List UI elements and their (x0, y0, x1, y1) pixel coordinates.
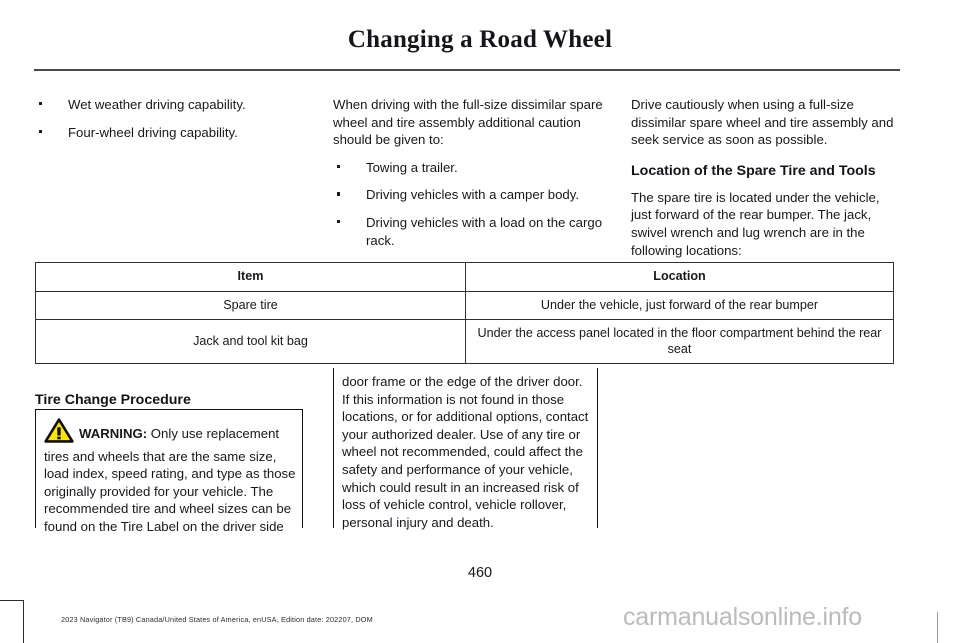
document-imprint: 2023 Navigator (TB9) Canada/United State… (61, 615, 373, 624)
table-row: Spare tire Under the vehicle, just forwa… (35, 290, 894, 320)
list-item: Wet weather driving capability. (35, 96, 313, 114)
left-bullet-list: Wet weather driving capability. Four-whe… (35, 96, 313, 141)
table-cell-location: Under the vehicle, just forward of the r… (465, 290, 894, 320)
table-header-row: Item Location (35, 262, 894, 292)
table-cell-item: Spare tire (35, 290, 466, 320)
warning-box-part-2: door frame or the edge of the driver doo… (333, 368, 598, 530)
page-number: 460 (467, 565, 493, 581)
title-divider (34, 69, 900, 71)
list-item-text: Towing a trailer. (366, 159, 458, 175)
list-item-text: Driving vehicles with a load on the carg… (366, 214, 603, 248)
bullet-dot-icon (337, 192, 341, 196)
table-header-item: Item (35, 262, 466, 292)
list-item-text: Wet weather driving capability. (68, 97, 246, 112)
section-heading-tire-change-procedure: Tire Change Procedure (35, 391, 191, 408)
warning-paragraph: WARNING: Only use replacement tires and … (44, 418, 296, 536)
middle-intro-paragraph: When driving with the full-size dissimil… (333, 97, 603, 148)
text-column-left: Wet weather driving capability. Four-whe… (35, 96, 313, 141)
list-item: Driving vehicles with a camper body. (333, 186, 611, 204)
crop-mark-bottom-right (937, 612, 960, 643)
list-item: Towing a trailer. (333, 159, 611, 177)
right-paragraph-1: Drive cautiously when using a full-size … (631, 97, 894, 148)
warning-label: WARNING: (79, 426, 148, 441)
bullet-dot-icon (337, 219, 341, 224)
list-item-text: Driving vehicles with a camper body. (366, 187, 580, 203)
warning-text-part-2: door frame or the edge of the driver doo… (342, 374, 589, 530)
warning-triangle-icon (44, 418, 74, 448)
bullet-dot-icon (39, 102, 43, 106)
text-column-right: Drive cautiously when using a full-size … (631, 96, 899, 259)
section-heading-spare-tire-location: Location of the Spare Tire and Tools (631, 162, 876, 179)
warning-box-part-1: WARNING: Only use replacement tires and … (35, 409, 303, 534)
table-header-location: Location (465, 262, 894, 292)
list-item: Driving vehicles with a load on the carg… (333, 214, 611, 249)
list-item: Four-wheel driving capability. (35, 124, 313, 142)
middle-bullet-list: Towing a trailer. Driving vehicles with … (333, 159, 611, 249)
crop-mark-bottom-left (0, 600, 24, 643)
text-column-middle: When driving with the full-size dissimil… (333, 96, 611, 249)
warning-text-part-1: Only use replacement tires and wheels th… (44, 426, 296, 534)
table-row: Jack and tool kit bag Under the access p… (35, 319, 894, 364)
right-paragraph-2: The spare tire is located under the vehi… (631, 189, 880, 258)
list-item-text: Four-wheel driving capability. (68, 124, 238, 140)
site-watermark: carmanualsonline.info (623, 603, 863, 631)
bullet-dot-icon (337, 164, 341, 168)
spare-tire-location-table: Item Location Spare tire Under the vehic… (35, 262, 894, 364)
table-cell-item: Jack and tool kit bag (35, 319, 466, 364)
bullet-dot-icon (39, 129, 43, 133)
page-title: Changing a Road Wheel (347, 26, 613, 53)
table-cell-location: Under the access panel located in the fl… (465, 319, 894, 364)
